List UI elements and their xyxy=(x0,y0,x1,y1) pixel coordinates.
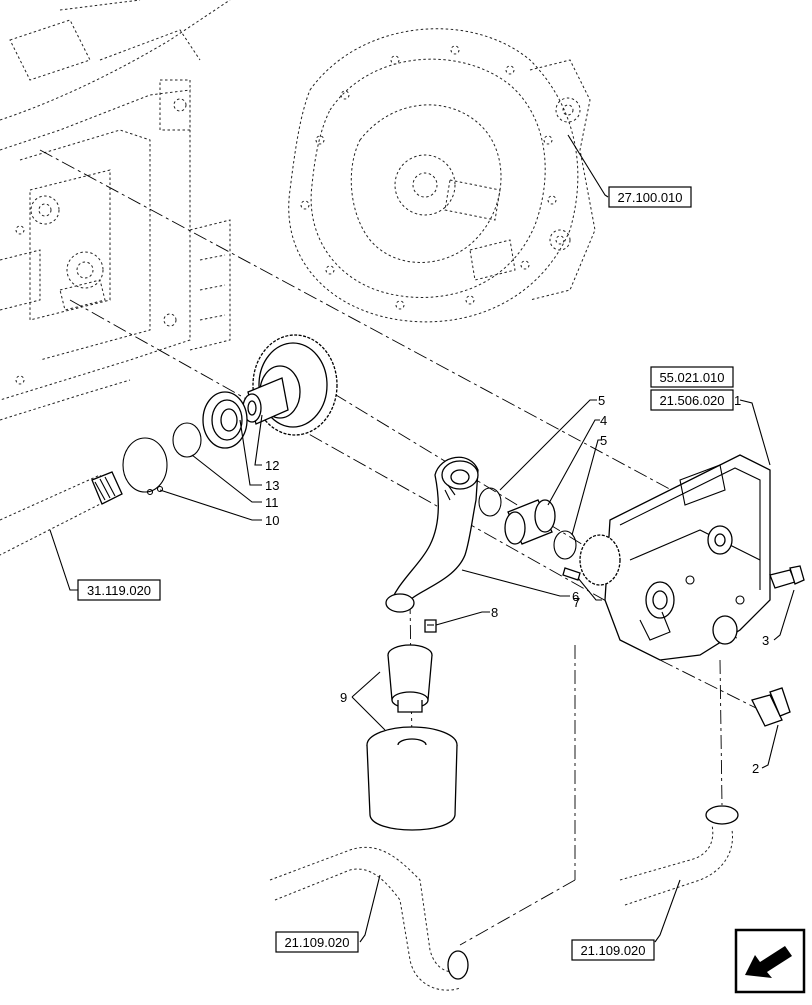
ref-box-27-100-010[interactable]: 27.100.010 xyxy=(608,186,692,208)
ref-box-21-109-020-right-label: 21.109.020 xyxy=(580,943,645,958)
ref-box-21-109-020-right[interactable]: 21.109.020 xyxy=(571,939,655,961)
transmission-housing-ghost xyxy=(0,0,231,421)
snap-ring-small xyxy=(172,422,202,458)
oil-filter xyxy=(366,726,458,831)
ref-box-27-100-010-label: 27.100.010 xyxy=(617,190,682,205)
callout-12: 12 xyxy=(265,458,279,473)
sleeve xyxy=(504,499,556,545)
callout-3: 3 xyxy=(762,633,769,648)
callout-5-upper: 5 xyxy=(598,393,605,408)
leader-lines xyxy=(49,134,795,943)
ref-box-31-119-020[interactable]: 31.119.020 xyxy=(77,579,161,601)
ref-box-21-109-020-left[interactable]: 21.109.020 xyxy=(275,931,359,953)
screw-filter-head xyxy=(424,619,437,633)
filter-adapter xyxy=(387,644,433,713)
idler-gear xyxy=(242,334,338,436)
o-ring-upper xyxy=(478,487,502,517)
ref-box-21-109-020-left-label: 21.109.020 xyxy=(284,935,349,950)
callout-4: 4 xyxy=(600,413,607,428)
ref-box-55-021-010-label: 55.021.010 xyxy=(659,370,724,385)
callout-7: 7 xyxy=(573,595,580,610)
flywheel-housing-ghost xyxy=(288,28,596,323)
snap-ring-large xyxy=(122,437,168,496)
callout-8: 8 xyxy=(491,605,498,620)
callout-10: 10 xyxy=(265,513,279,528)
callout-11: 11 xyxy=(265,495,279,510)
suction-pipe xyxy=(385,456,479,613)
o-ring-lower xyxy=(553,530,577,560)
screw-small xyxy=(562,567,581,581)
ref-box-31-119-020-label: 31.119.020 xyxy=(87,583,151,598)
callout-13: 13 xyxy=(265,478,279,493)
bearing xyxy=(202,391,248,449)
callout-2: 2 xyxy=(752,761,759,776)
callout-9: 9 xyxy=(340,690,347,705)
ref-box-21-506-020-label: 21.506.020 xyxy=(659,393,724,408)
next-page-arrow-icon[interactable] xyxy=(734,928,806,994)
oil-pump-assembly xyxy=(579,454,771,661)
bolt-long xyxy=(751,687,791,727)
callout-5-lower: 5 xyxy=(600,433,607,448)
callout-1: 1 xyxy=(734,393,741,408)
callout-6: 6 xyxy=(572,589,579,604)
ref-box-21-506-020[interactable]: 21.506.020 xyxy=(650,389,734,411)
bolt-short xyxy=(769,565,805,589)
splined-shaft xyxy=(0,471,123,556)
pipe-left-ghost xyxy=(269,846,469,991)
pipe-right-ghost xyxy=(619,805,739,906)
ref-box-55-021-010[interactable]: 55.021.010 xyxy=(650,366,734,388)
